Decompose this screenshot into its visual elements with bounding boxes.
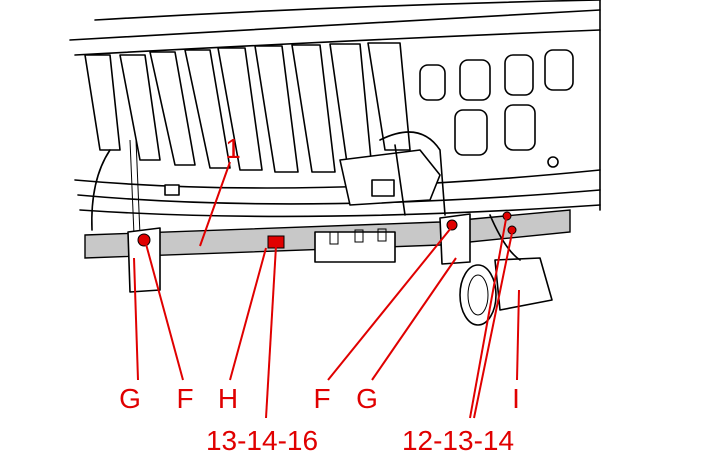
label-f-right: F xyxy=(313,383,330,414)
label-f-left: F xyxy=(176,383,193,414)
label-h: H xyxy=(218,383,238,414)
label-g-left: G xyxy=(119,383,141,414)
label-g-right: G xyxy=(356,383,378,414)
label-i: I xyxy=(512,383,520,414)
nut-f-right xyxy=(446,219,458,231)
label-fasteners-13-14-16: 13-14-16 xyxy=(206,425,318,456)
vehicle-body-lines xyxy=(69,0,601,236)
label-fasteners-12-13-14: 12-13-14 xyxy=(402,425,514,456)
leader-lines xyxy=(133,161,520,419)
fastener-12-13-14-upper xyxy=(502,211,512,221)
nut-f-left xyxy=(137,233,151,247)
fastener-12-13-14-lower xyxy=(507,225,517,235)
label-part-1: 1 xyxy=(225,133,241,164)
